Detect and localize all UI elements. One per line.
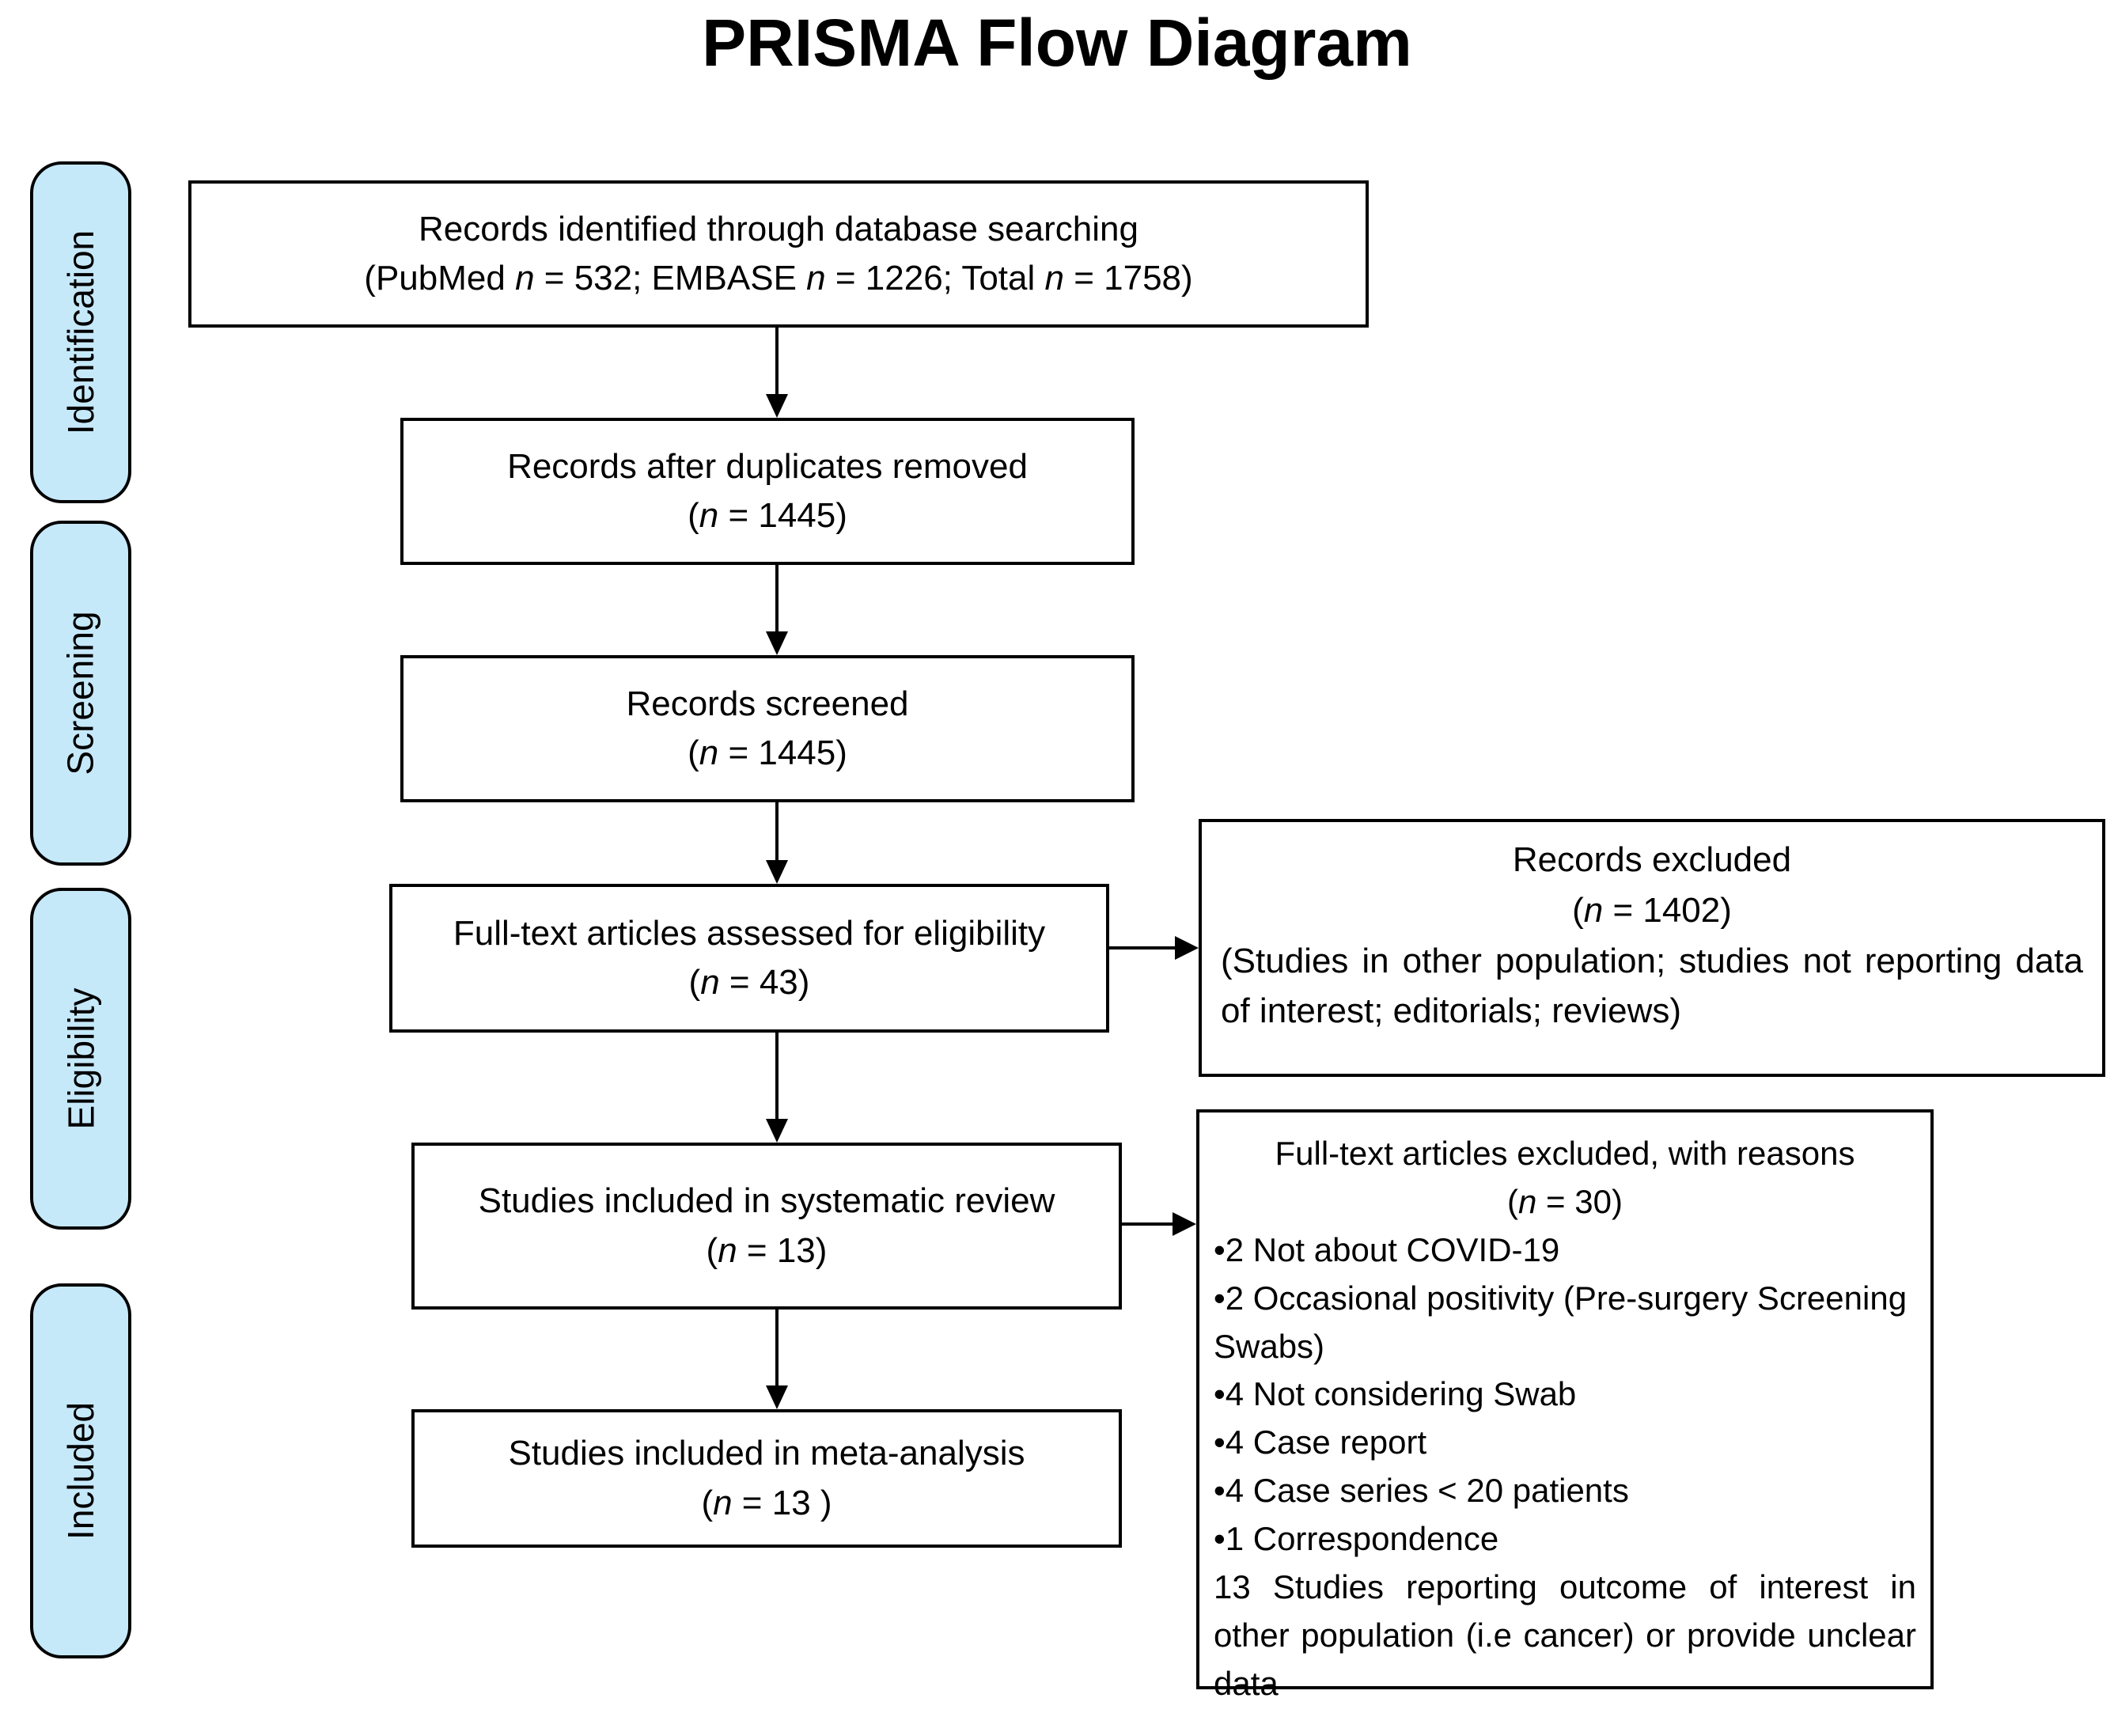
count-n: n bbox=[718, 1230, 737, 1270]
count-n: n bbox=[1583, 890, 1604, 930]
flow-box-meta-analysis: Studies included in meta-analysis (n = 1… bbox=[411, 1409, 1122, 1548]
flow-box-systematic-review: Studies included in systematic review (n… bbox=[411, 1143, 1122, 1310]
count-text: = 1226; Total bbox=[825, 259, 1045, 298]
count-text: = 43) bbox=[719, 963, 810, 1002]
count-text: ( bbox=[688, 496, 699, 535]
arrow-down-identified-to-duplicates bbox=[766, 328, 788, 418]
count-text: = 1758) bbox=[1064, 259, 1193, 298]
count-text: ( bbox=[706, 1230, 718, 1270]
arrow-shaft bbox=[775, 1033, 779, 1120]
excluded-box-count: (n = 30) bbox=[1214, 1178, 1916, 1226]
excluded-box-fulltext: Full-text articles excluded, with reason… bbox=[1196, 1109, 1934, 1702]
exclusion-reason-item: •2 Not about COVID-19 bbox=[1214, 1230, 1560, 1268]
excluded-box-records: Records excluded (n = 1402) (Studies in … bbox=[1199, 819, 2105, 1077]
stage-label-screening: Screening bbox=[30, 521, 131, 866]
exclusion-reason-item: •4 Not considering Swab bbox=[1214, 1375, 1577, 1413]
flow-box-count: (n = 13) bbox=[707, 1226, 828, 1275]
flow-box-line1: Full-text articles assessed for eligibil… bbox=[453, 913, 1046, 953]
exclusion-reason-item: 13 Studies reporting outcome of interest… bbox=[1214, 1568, 1916, 1702]
count-text: = 30) bbox=[1536, 1182, 1623, 1220]
flow-box-line1: Records screened bbox=[626, 684, 909, 723]
count-text: = 532; EMBASE bbox=[534, 259, 807, 298]
arrow-right-records-excluded bbox=[1109, 936, 1199, 960]
count-text: ( bbox=[688, 963, 701, 1002]
arrow-right-fulltext-excluded bbox=[1122, 1212, 1196, 1236]
arrow-down-fulltext-to-review bbox=[766, 1033, 788, 1143]
stage-label-text: Eligibility bbox=[60, 987, 102, 1130]
count-n: n bbox=[1044, 259, 1064, 298]
excluded-box-title: Full-text articles excluded, with reason… bbox=[1275, 1135, 1855, 1172]
arrow-shaft bbox=[1109, 946, 1176, 949]
count-text: ( bbox=[1572, 890, 1584, 930]
diagram-title: PRISMA Flow Diagram bbox=[702, 6, 1412, 80]
flow-box-line1: Studies included in meta-analysis bbox=[508, 1434, 1025, 1473]
arrow-shaft bbox=[1122, 1222, 1174, 1226]
arrow-head-icon bbox=[1173, 1212, 1196, 1236]
count-text: ( bbox=[1507, 1182, 1519, 1220]
count-text: = 1445) bbox=[718, 496, 847, 535]
flow-box-count: (n = 43) bbox=[689, 958, 810, 1007]
count-text: = 1402) bbox=[1603, 890, 1732, 930]
flow-box-records-screened: Records screened (n = 1445) bbox=[400, 655, 1135, 802]
stage-label-included: Included bbox=[30, 1283, 131, 1658]
arrow-shaft bbox=[775, 328, 779, 396]
flow-box-line1: Records identified through database sear… bbox=[419, 209, 1138, 248]
arrow-head-icon bbox=[766, 394, 788, 418]
arrow-down-screened-to-fulltext bbox=[766, 802, 788, 884]
stage-label-text: Screening bbox=[60, 611, 102, 775]
count-text: ( bbox=[701, 1483, 714, 1522]
flow-box-count: (n = 1445) bbox=[688, 491, 847, 540]
flow-box-fulltext-assessed: Full-text articles assessed for eligibil… bbox=[389, 884, 1109, 1033]
arrow-head-icon bbox=[1175, 936, 1199, 960]
arrow-shaft bbox=[775, 1310, 779, 1387]
flow-box-count: (PubMed n = 532; EMBASE n = 1226; Total … bbox=[364, 254, 1192, 303]
count-text: = 13 ) bbox=[732, 1483, 832, 1522]
count-n: n bbox=[515, 259, 535, 298]
count-n: n bbox=[700, 963, 720, 1002]
count-text: = 13) bbox=[737, 1230, 828, 1270]
exclusion-reason-item: •1 Correspondence bbox=[1214, 1520, 1499, 1558]
count-text: ( bbox=[688, 733, 699, 772]
exclusion-reason-item: •4 Case series < 20 patients bbox=[1214, 1472, 1629, 1510]
count-n: n bbox=[806, 259, 826, 298]
flow-box-count: (n = 13 ) bbox=[701, 1479, 832, 1528]
stage-label-identification: Identification bbox=[30, 161, 131, 503]
excluded-box-detail: (Studies in other population; studies no… bbox=[1221, 941, 2083, 1031]
excluded-box-count: (n = 1402) bbox=[1221, 885, 2083, 936]
stage-label-eligibility: Eligibility bbox=[30, 888, 131, 1230]
flow-box-duplicates-removed: Records after duplicates removed (n = 14… bbox=[400, 418, 1135, 565]
arrow-down-duplicates-to-screened bbox=[766, 565, 788, 655]
flow-box-line1: Studies included in systematic review bbox=[478, 1181, 1055, 1221]
arrow-head-icon bbox=[766, 631, 788, 655]
arrow-shaft bbox=[775, 802, 779, 862]
excluded-box-title: Records excluded bbox=[1512, 840, 1792, 879]
count-n: n bbox=[699, 496, 719, 535]
count-n: n bbox=[699, 733, 719, 772]
count-text: = 1445) bbox=[718, 733, 847, 772]
flow-box-line1: Records after duplicates removed bbox=[507, 446, 1028, 486]
flow-box-count: (n = 1445) bbox=[688, 729, 847, 778]
stage-label-text: Identification bbox=[60, 229, 101, 435]
arrow-down-review-to-meta bbox=[766, 1310, 788, 1409]
arrow-head-icon bbox=[766, 1385, 788, 1409]
count-n: n bbox=[713, 1483, 733, 1522]
arrow-head-icon bbox=[766, 1119, 788, 1143]
exclusion-reason-item: •2 Occasional positivity (Pre-surgery Sc… bbox=[1214, 1279, 1908, 1365]
flow-box-records-identified: Records identified through database sear… bbox=[188, 180, 1369, 328]
arrow-shaft bbox=[775, 565, 779, 633]
count-text: (PubMed bbox=[364, 259, 516, 298]
stage-label-text: Included bbox=[60, 1402, 102, 1540]
arrow-head-icon bbox=[766, 860, 788, 884]
exclusion-reason-item: •4 Case report bbox=[1214, 1423, 1427, 1461]
count-n: n bbox=[1518, 1182, 1537, 1220]
